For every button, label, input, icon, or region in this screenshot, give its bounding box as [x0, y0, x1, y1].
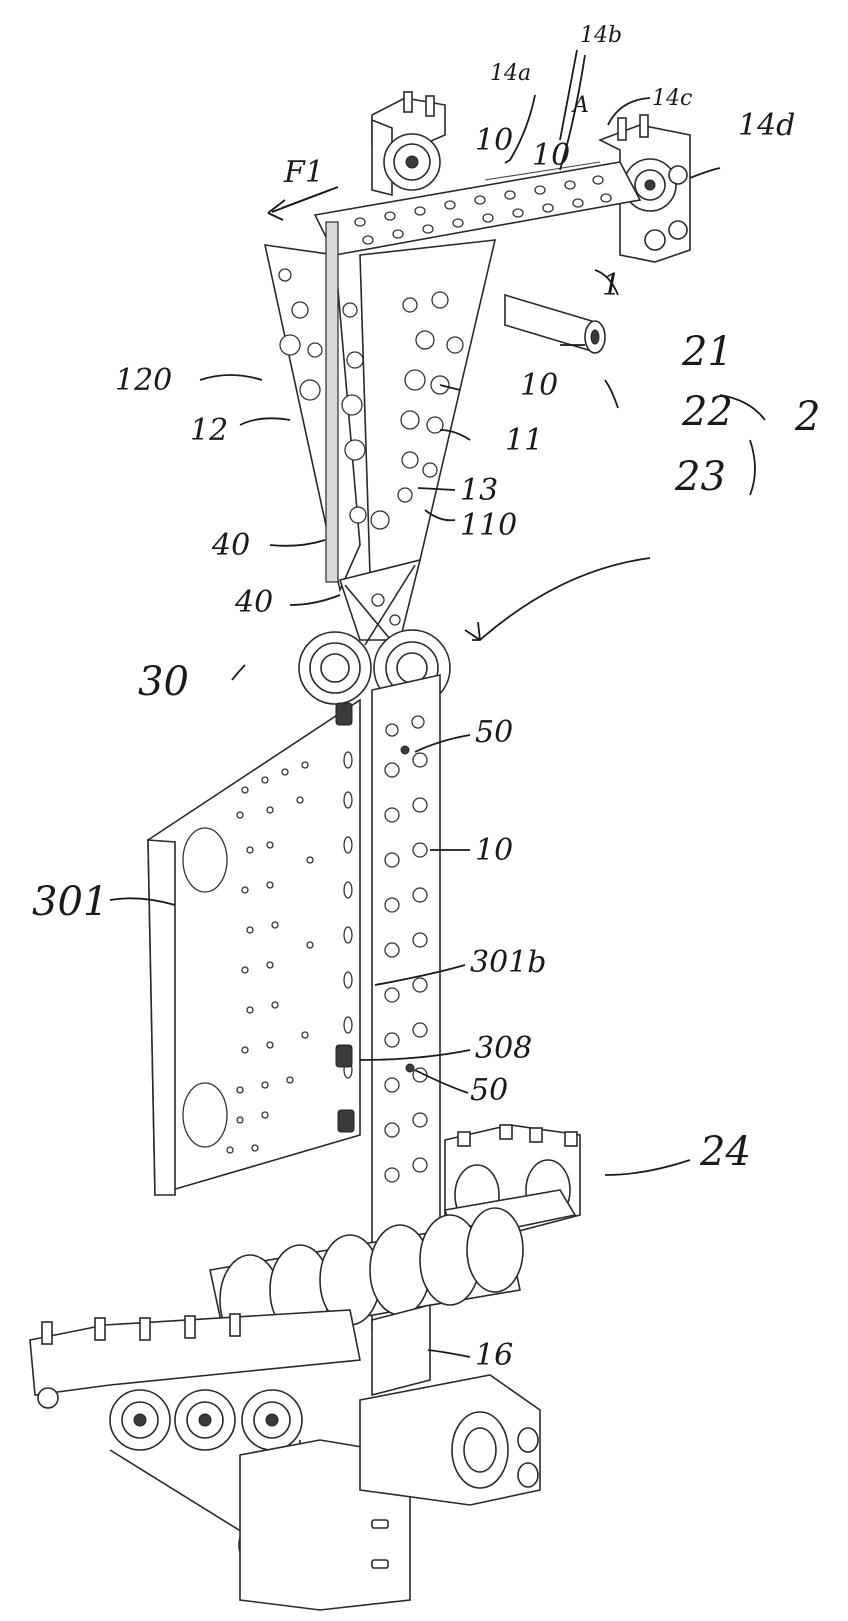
- label-14a: 14a: [490, 61, 531, 86]
- label-14d: 14d: [738, 108, 795, 143]
- label-23: 23: [674, 454, 726, 500]
- label-11: 11: [505, 423, 543, 458]
- drive-shaft: [504, 293, 606, 354]
- label-14c: 14c: [652, 86, 692, 111]
- label-2: 2: [794, 394, 820, 440]
- twist-panel-holes: [278, 268, 464, 530]
- label-50-lower: 50: [470, 1073, 508, 1108]
- label-40-lower: 40: [234, 585, 273, 620]
- leader-lines: [109, 49, 766, 1358]
- vertical-belt: [371, 674, 441, 1332]
- label-301: 301: [32, 879, 108, 925]
- reference-labels: 14a 14b A 14c 14d F1 10 10 1 21 22 2 120…: [32, 23, 820, 1373]
- label-a: A: [571, 93, 589, 118]
- label-308: 308: [475, 1031, 532, 1066]
- label-120: 120: [115, 363, 172, 398]
- plate-301: [147, 698, 361, 1197]
- label-110: 110: [460, 508, 517, 543]
- left-twist-panel: [263, 221, 361, 593]
- label-13: 13: [460, 473, 498, 508]
- label-10-top-right: 10: [532, 138, 570, 173]
- top-left-roller-bracket: [371, 91, 446, 197]
- belt-crossing: [338, 558, 422, 646]
- top-belt-holes: [354, 175, 612, 245]
- label-10-lower: 10: [475, 833, 513, 868]
- label-50-upper: 50: [475, 715, 513, 750]
- top-horizontal-belt: [313, 161, 642, 256]
- label-10-mid: 10: [520, 368, 558, 403]
- label-301b: 301b: [470, 945, 546, 980]
- label-40-upper: 40: [211, 528, 250, 563]
- label-12: 12: [190, 413, 228, 448]
- plate-dots: [226, 761, 314, 1154]
- force-arrow-f1: [267, 186, 339, 221]
- label-22: 22: [681, 389, 733, 435]
- label-f1: F1: [283, 155, 324, 190]
- label-30: 30: [138, 659, 189, 705]
- plate-edge-slots: [343, 751, 353, 1079]
- label-21: 21: [681, 329, 733, 375]
- bottom-left-bracket: [29, 1309, 361, 1572]
- bottom-motor-block: [239, 1303, 541, 1611]
- label-24: 24: [699, 1129, 751, 1175]
- label-16: 16: [475, 1338, 513, 1373]
- label-10-top-left: 10: [475, 123, 513, 158]
- label-1: 1: [602, 268, 621, 303]
- label-14b: 14b: [580, 23, 622, 48]
